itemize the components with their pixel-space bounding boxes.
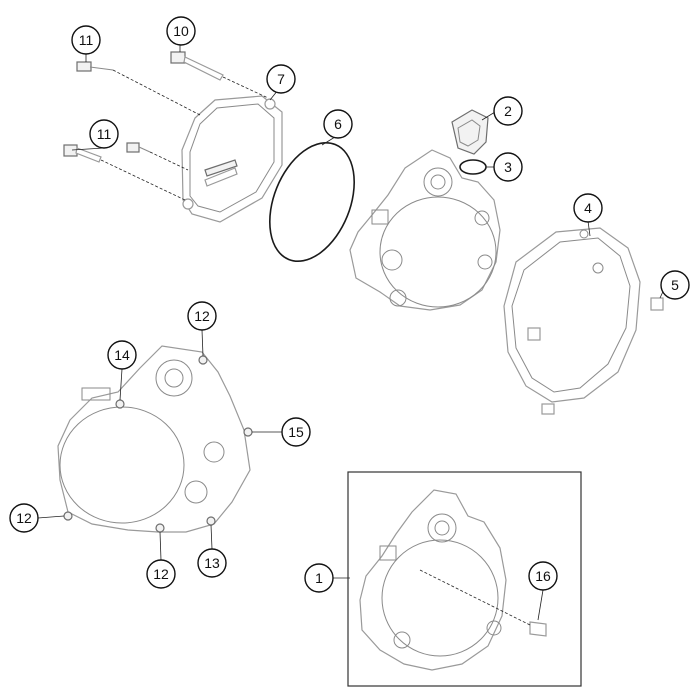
callout-11-lower: 11 (89, 119, 119, 149)
callout-13: 13 (197, 548, 227, 578)
callout-14-label: 14 (114, 347, 130, 363)
callout-7-label: 7 (277, 71, 285, 87)
callout-4: 4 (573, 193, 603, 223)
callout-11-upper-label: 11 (79, 32, 94, 48)
bolt-11-lower (63, 142, 151, 163)
callout-15: 15 (281, 417, 311, 447)
callout-2: 2 (493, 96, 523, 126)
housing-assembled (57, 345, 253, 533)
callout-4-label: 4 (584, 200, 592, 216)
gasket-part-4 (503, 227, 641, 415)
callout-16: 16 (528, 561, 558, 591)
cover-part-7 (181, 95, 283, 223)
callout-2-label: 2 (504, 103, 512, 119)
callout-3-label: 3 (504, 159, 512, 175)
callout-10-label: 10 (173, 23, 189, 39)
callout-1-label: 1 (315, 570, 323, 586)
bolt-10 (170, 51, 224, 81)
callout-10: 10 (166, 16, 196, 46)
callout-12-left: 12 (9, 503, 39, 533)
callout-1: 1 (304, 563, 334, 593)
dowel-part-5 (650, 297, 664, 311)
leader-lines (37, 42, 667, 626)
callout-5: 5 (660, 270, 690, 300)
assembly-frame (347, 471, 582, 687)
callout-14: 14 (107, 340, 137, 370)
callout-5-label: 5 (671, 277, 679, 293)
o-ring-part-3 (459, 159, 487, 175)
callout-6-label: 6 (334, 116, 342, 132)
callout-12-top: 12 (187, 301, 217, 331)
housing-exploded (349, 149, 501, 311)
callout-12-bottom-label: 12 (153, 566, 169, 582)
callout-6: 6 (323, 109, 353, 139)
bolt-11-upper (76, 61, 114, 72)
callout-13-label: 13 (204, 555, 220, 571)
callout-12-top-label: 12 (194, 308, 210, 324)
callout-12-left-label: 12 (16, 510, 32, 526)
callout-16-label: 16 (535, 568, 551, 584)
housing-boxed (359, 489, 547, 671)
callout-12-bottom: 12 (146, 559, 176, 589)
o-ring-part-6 (269, 141, 355, 263)
callout-3: 3 (493, 152, 523, 182)
callout-11-upper: 11 (71, 25, 101, 55)
callout-11-lower-label: 11 (97, 126, 112, 142)
callout-15-label: 15 (288, 424, 304, 440)
callout-7: 7 (266, 64, 296, 94)
fitting-part-2 (451, 109, 489, 155)
